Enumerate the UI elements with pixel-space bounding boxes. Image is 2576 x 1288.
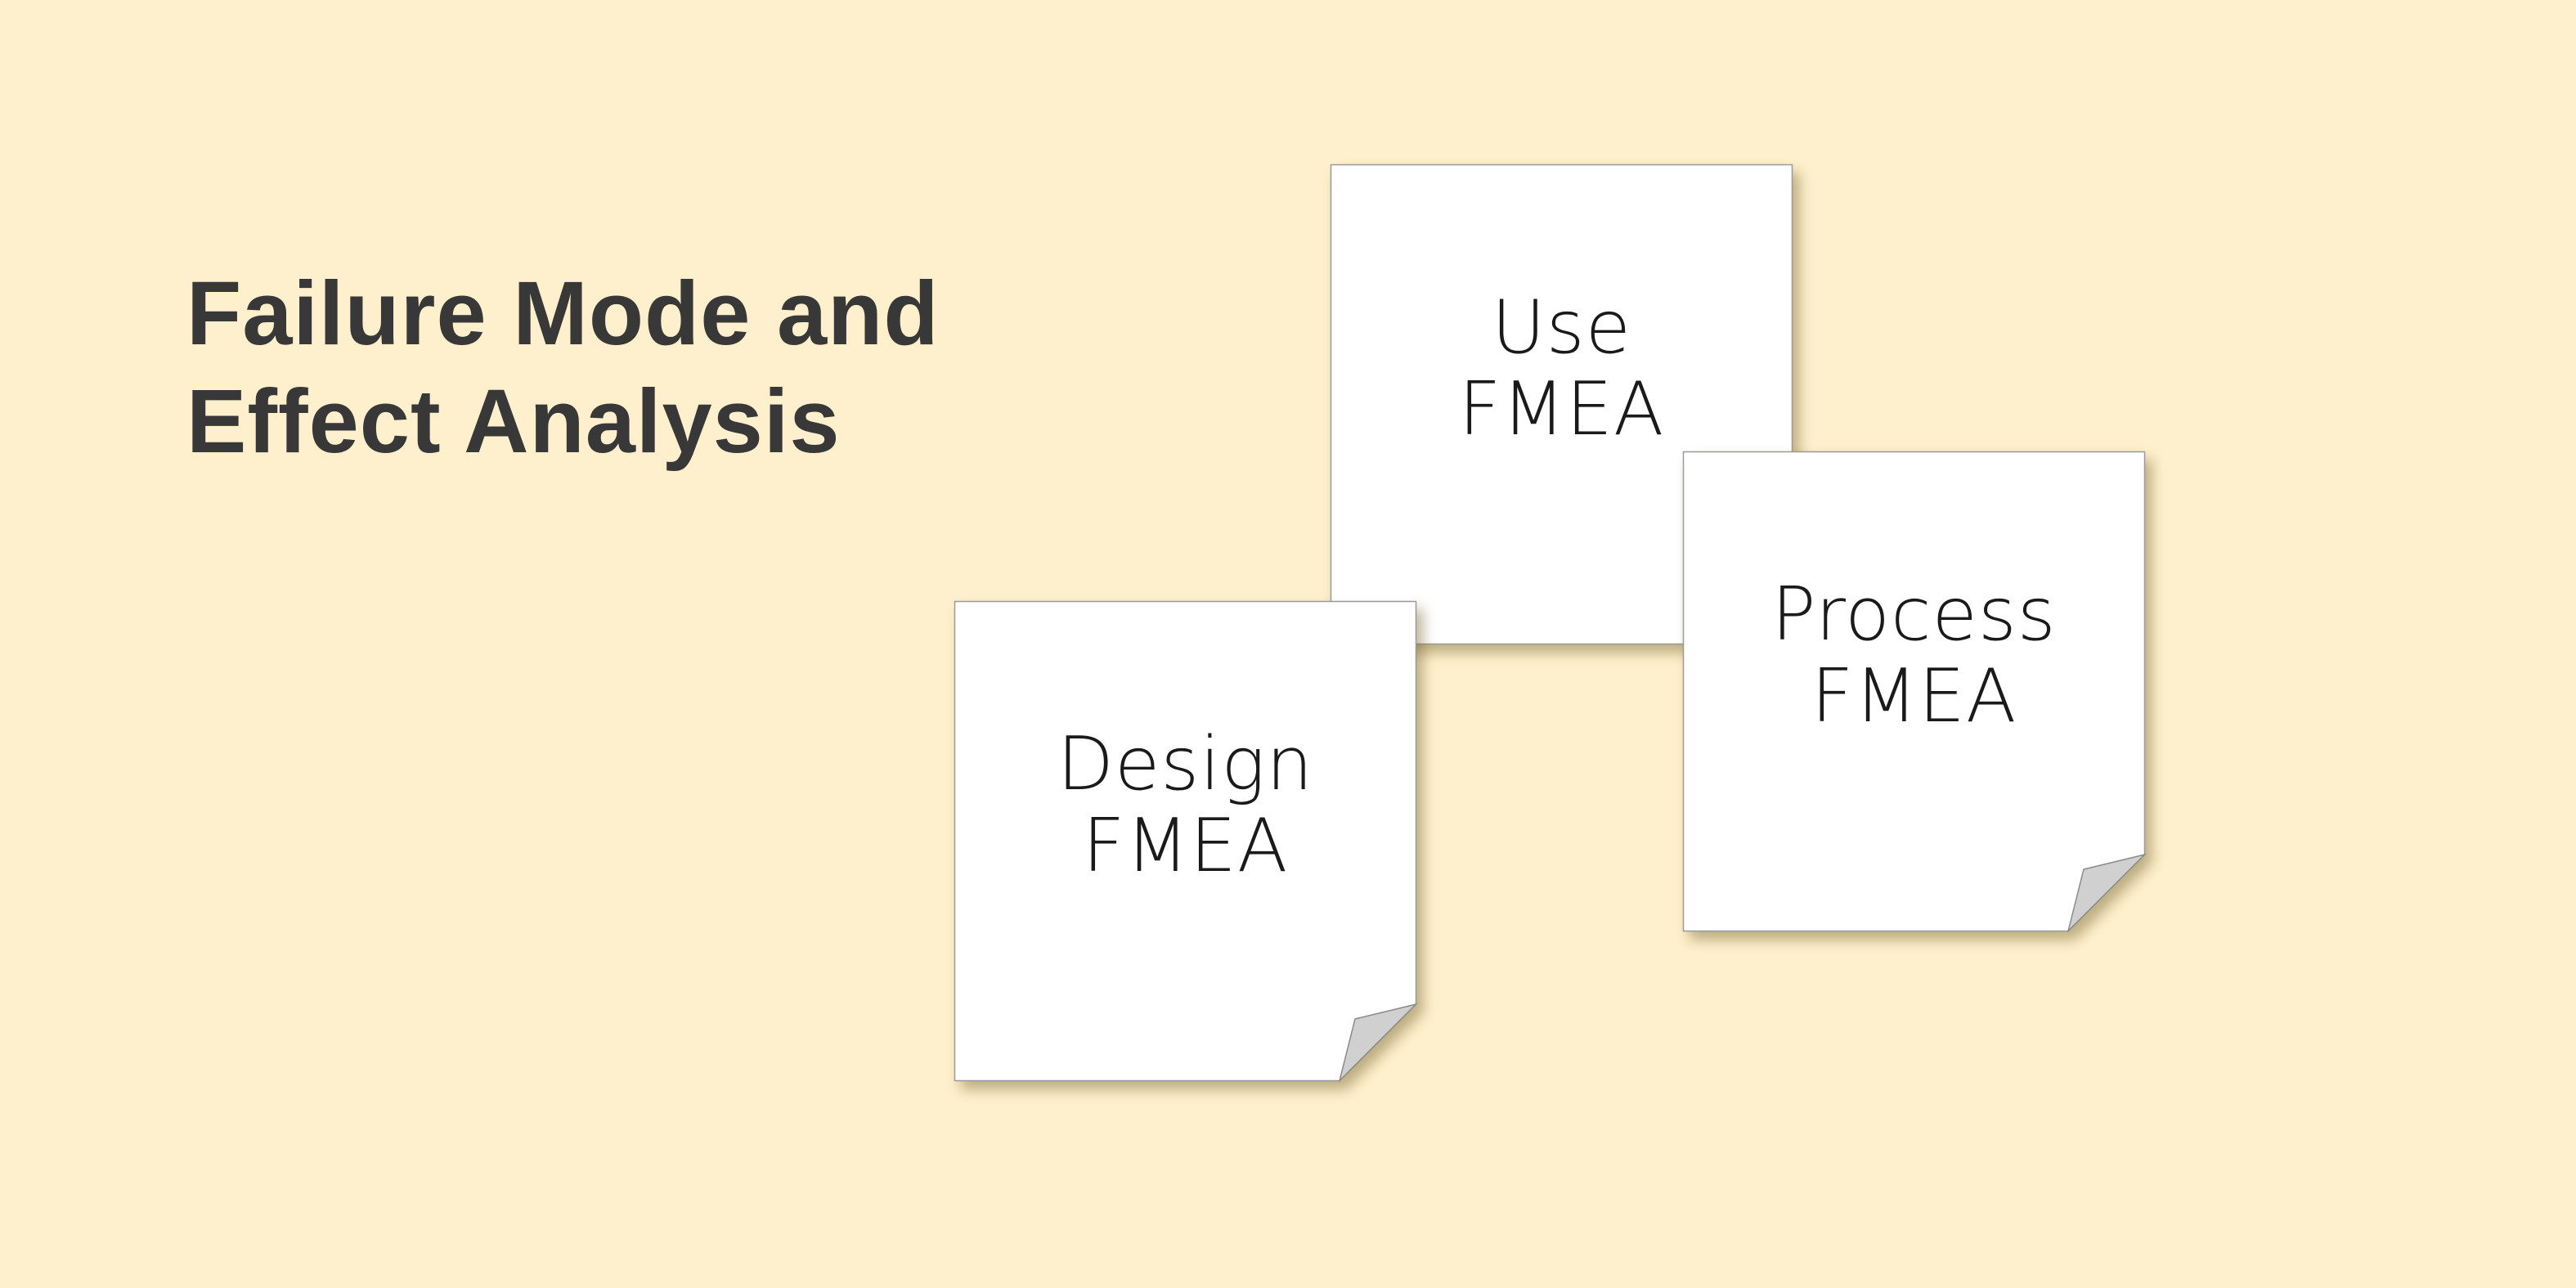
sticky-note-design-fmea: Design FMEA bbox=[954, 600, 1418, 1083]
sticky-note-process-fmea: Process FMEA bbox=[1682, 451, 2147, 933]
note-paper bbox=[954, 600, 1418, 1083]
note-label-line-1: Use bbox=[1491, 285, 1632, 370]
note-label-line-1: Process bbox=[1771, 572, 2057, 657]
page-curl-icon bbox=[2067, 853, 2147, 933]
title-line-2: Effect Analysis bbox=[186, 371, 841, 472]
sticky-note-use-fmea: Use FMEA bbox=[1330, 164, 1793, 645]
page-curl-icon bbox=[1338, 1003, 1418, 1083]
note-label-line-1: Design bbox=[1057, 721, 1314, 807]
note-label-line-2: FMEA bbox=[1082, 803, 1289, 889]
note-label-line-2: FMEA bbox=[1458, 366, 1665, 452]
page-title: Failure Mode and Effect Analysis bbox=[186, 260, 940, 476]
note-label-line-2: FMEA bbox=[1811, 653, 2017, 739]
title-line-1: Failure Mode and bbox=[186, 263, 940, 364]
note-paper bbox=[1682, 451, 2147, 933]
